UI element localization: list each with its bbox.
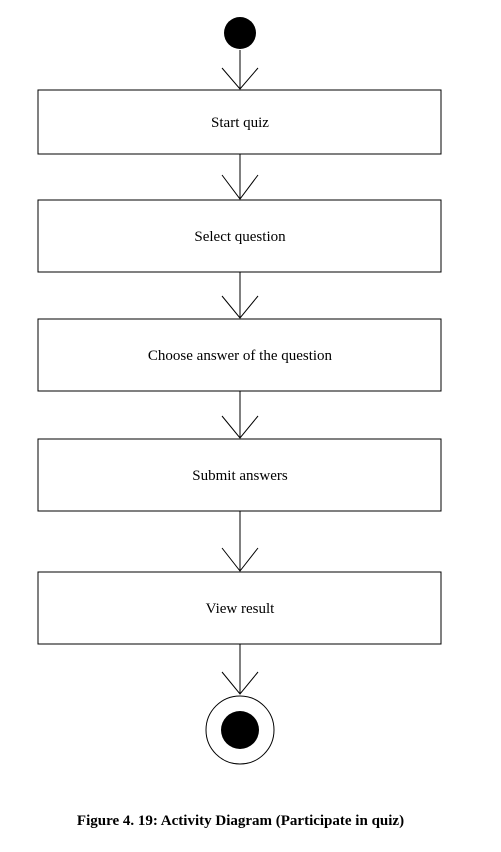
flow-arrow: [221, 644, 259, 695]
action-node-submit-answers: Submit answers: [37, 438, 442, 512]
action-label: View result: [206, 601, 275, 617]
action-label: Choose answer of the question: [148, 348, 333, 364]
action-node-view-result: View result: [37, 571, 442, 645]
figure-caption: Figure 4. 19: Activity Diagram (Particip…: [76, 813, 405, 829]
action-label: Submit answers: [192, 468, 288, 484]
flow-arrow: [221, 272, 259, 319]
action-node-select-question: Select question: [37, 199, 442, 273]
flow-arrow: [221, 154, 259, 200]
action-label: Select question: [194, 229, 286, 245]
final-node: [205, 695, 275, 765]
flow-arrow: [221, 391, 259, 439]
initial-node: [224, 17, 256, 49]
flow-arrow: [221, 511, 259, 572]
action-label: Start quiz: [211, 115, 269, 131]
flow-arrow: [221, 50, 259, 90]
action-node-start-quiz: Start quiz: [37, 89, 442, 155]
action-node-choose-answer: Choose answer of the question: [37, 318, 442, 392]
